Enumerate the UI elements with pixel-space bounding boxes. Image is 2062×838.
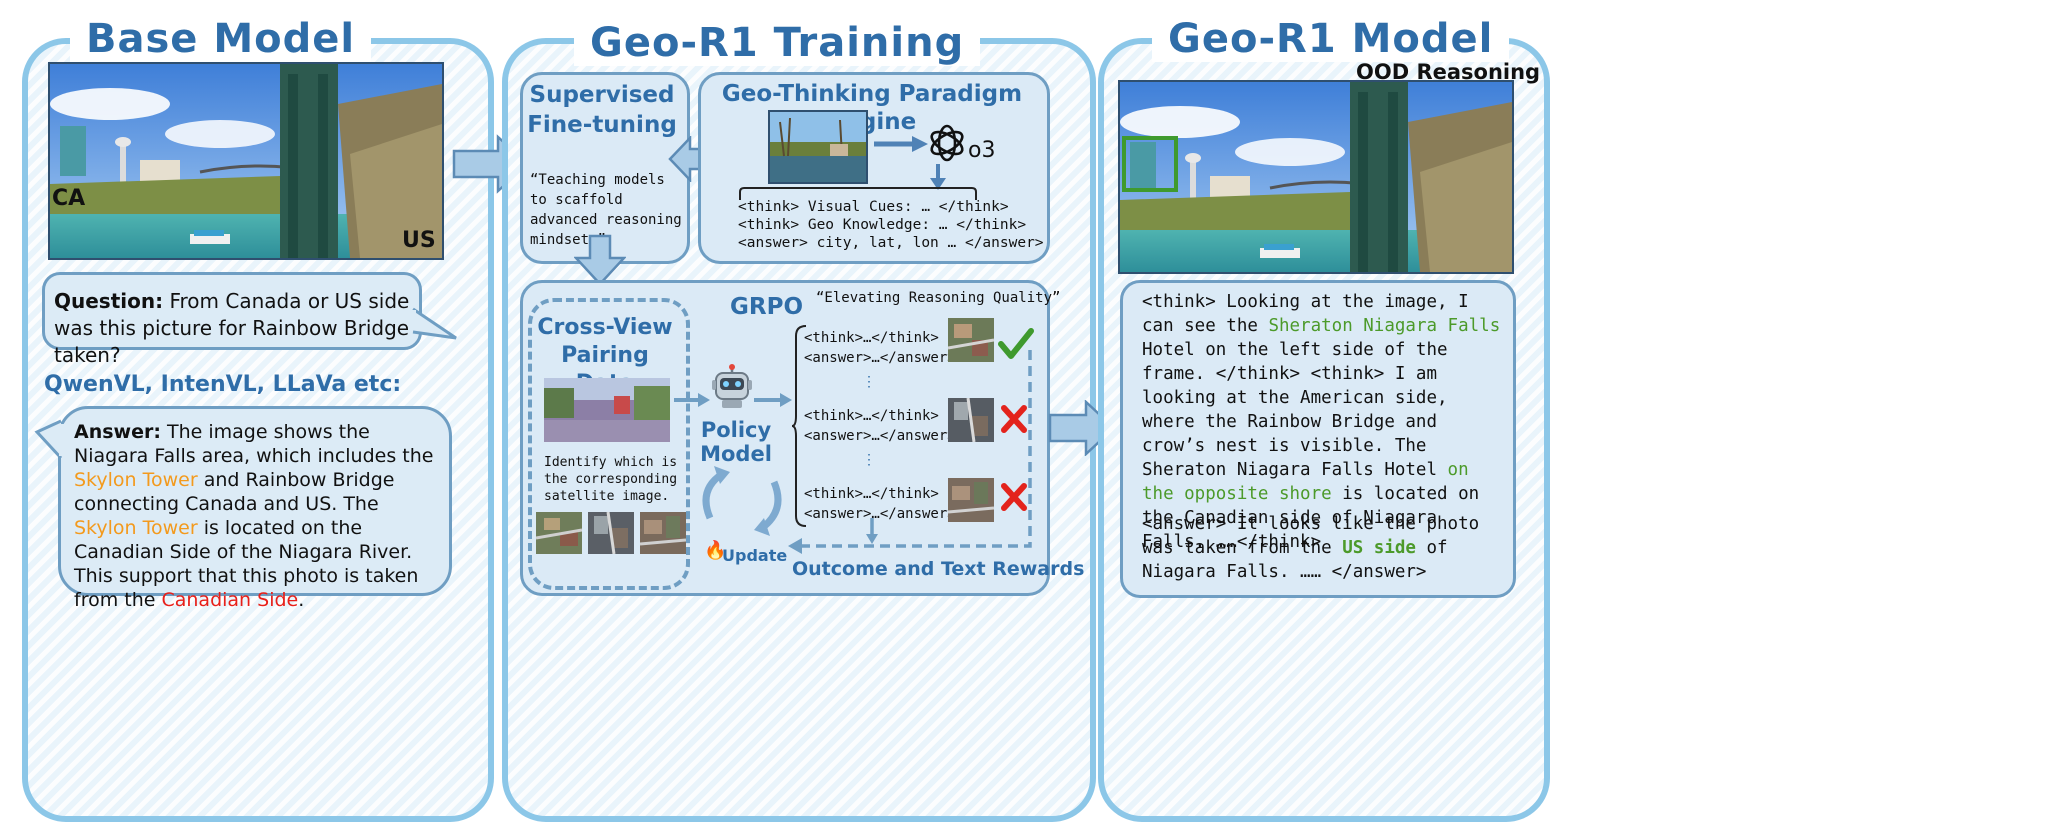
reward-feedback-arrow: [788, 350, 1032, 554]
satellite-thumb: [588, 512, 634, 554]
answer-bubble-tail: [34, 419, 64, 460]
us-label: US: [402, 228, 436, 253]
arrow-right-icon: [874, 136, 928, 152]
check-icon: [998, 328, 1034, 359]
crossview-box: [528, 298, 690, 590]
sft-box: [520, 72, 690, 264]
question-bubble-tail: [410, 307, 457, 340]
rollout-3: <think>…</think> <answer>…</answer>: [804, 484, 956, 524]
answer-label: Answer:: [74, 421, 161, 443]
o3-label: o3: [968, 138, 996, 163]
ca-label: CA: [52, 186, 86, 211]
arrow-down-icon: [574, 234, 626, 286]
base-models-line: QwenVL, IntenVL, LLaVa etc:: [44, 372, 402, 397]
opposite-shore-highlight: on the opposite shore: [1142, 460, 1469, 504]
update-cycle-arrows: [702, 466, 782, 536]
fire-icon: 🔥: [704, 540, 727, 561]
question-text: Question: From Canada or US side was thi…: [54, 288, 410, 369]
reasoning-part: is located on the Canadian side of Niaga…: [1142, 484, 1480, 552]
rollout-1: <think>…</think> <answer>…</answer>: [804, 328, 956, 368]
satellite-thumb: [948, 478, 994, 522]
engine-lines: <think> Visual Cues: … </think> <think> …: [738, 198, 1044, 252]
sheraton-highlight: Sheraton Niagara Falls: [1268, 316, 1501, 336]
answer-part: .: [298, 589, 305, 611]
streetview-photo: [544, 378, 670, 442]
rollout-answer: <answer>…</answer>: [804, 506, 956, 522]
crossview-text: Identify which is the corresponding sate…: [544, 455, 678, 504]
rollout-ellipsis: ⋮: [862, 374, 876, 390]
engine-photo: [768, 110, 868, 184]
rollout-answer: <answer>…</answer>: [804, 428, 956, 444]
sft-title: Supervised Fine-tuning: [527, 82, 677, 138]
answer-bubble: [58, 406, 452, 596]
reasoning-box: [1120, 280, 1516, 598]
canadian-side-highlight: Canadian Side: [161, 589, 299, 611]
satellite-thumb: [948, 318, 994, 362]
rollout-think: <think>…</think>: [804, 408, 939, 424]
rewards-label: Outcome and Text Rewards: [792, 558, 1085, 580]
cross-icon: [1001, 405, 1027, 433]
rollout-think: <think>…</think>: [804, 486, 939, 502]
arrow-down-icon: [930, 164, 946, 190]
reasoning-part: <think> Looking at the image, I can see …: [1142, 292, 1469, 336]
update-label: Update: [722, 546, 788, 565]
answer-output-part: of Niagara Falls. …… </answer>: [1142, 538, 1448, 582]
rollout-2: <think>…</think> <answer>…</answer>: [804, 406, 956, 446]
reasoning-text: <think> Looking at the image, I can see …: [1142, 290, 1502, 554]
rollout-ellipsis: ⋮: [862, 452, 876, 468]
grpo-quote: “Elevating Reasoning Quality”: [816, 290, 1061, 306]
answer-part: The image shows the Niagara Falls area, …: [74, 421, 434, 467]
engine-line: <answer> city, lat, lon … </answer>: [738, 235, 1044, 251]
policy-model-label: Policy Model: [700, 418, 772, 466]
sft-quote: “Teaching models to scaffold advanced re…: [530, 172, 682, 248]
skylon-tower-highlight: Skylon Tower: [74, 517, 198, 539]
satellite-thumb: [640, 512, 686, 554]
question-body: From Canada or US side was this picture …: [54, 289, 410, 367]
answer-output-part: <answer> It looks like the photo was tak…: [1142, 514, 1480, 558]
arrow-right-icon: [754, 393, 792, 407]
grpo-title: GRPO: [730, 294, 803, 320]
engine-line: <think> Geo Knowledge: … </think>: [738, 217, 1027, 233]
training-title: Geo-R1 Training: [574, 20, 981, 66]
satellite-thumb: [536, 512, 582, 554]
rollout-bracket: [792, 325, 807, 527]
cross-icon: [1001, 483, 1027, 511]
base-model-title: Base Model: [70, 16, 372, 62]
answer-text: Answer: The image shows the Niagara Fall…: [74, 420, 436, 612]
satellite-thumb: [948, 398, 994, 442]
engine-box: [698, 72, 1050, 264]
robot-icon: [712, 364, 752, 408]
rollout-answer: <answer>…</answer>: [804, 350, 956, 366]
engine-brace: [739, 187, 977, 200]
answer-part: is located on the Canadian Side of the N…: [74, 517, 419, 611]
question-bubble: [42, 272, 422, 350]
us-side-highlight: US side: [1342, 538, 1416, 558]
answer-part: and Rainbow Bridge connecting Canada and…: [74, 469, 395, 515]
engine-title: Geo-Thinking Paradigm Engine: [721, 81, 1023, 135]
question-label: Question:: [54, 289, 164, 313]
reasoning-part: Hotel on the left side of the frame. </t…: [1142, 340, 1448, 480]
niagara-photo: [48, 62, 444, 260]
engine-line: <think> Visual Cues: … </think>: [738, 199, 1009, 215]
niagara-photo-ood: [1118, 80, 1514, 274]
arrow-right-icon: [674, 393, 710, 407]
skylon-tower-highlight: Skylon Tower: [74, 469, 198, 491]
answer-output: <answer> It looks like the photo was tak…: [1142, 512, 1502, 584]
openai-o3-icon: [930, 124, 964, 162]
model-title: Geo-R1 Model: [1152, 16, 1510, 62]
rollout-think: <think>…</think>: [804, 330, 939, 346]
